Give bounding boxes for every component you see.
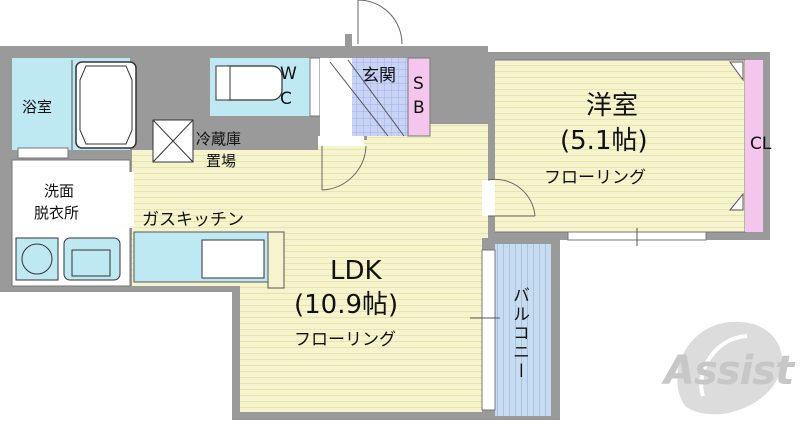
bath-label: 浴室: [22, 98, 53, 116]
wash-basin: [63, 237, 121, 281]
shoebox-label-s: S: [413, 74, 424, 94]
balcony-area: [495, 244, 551, 416]
balcony-label: バルコニー: [509, 286, 529, 381]
kitchen-label: ガスキッチン: [142, 210, 244, 230]
ldk-name: LDK: [330, 256, 382, 286]
western-room-floor: [495, 60, 745, 232]
closet-door-bottom: [728, 192, 744, 211]
ldk-floor: [132, 124, 488, 412]
assist-logo-icon: [677, 321, 782, 415]
logo-text: Assist: [664, 348, 794, 394]
shoebox-label-b: B: [413, 98, 425, 118]
closet-label: CL: [750, 134, 772, 154]
closet-area: [745, 60, 763, 232]
closet-door-top: [729, 61, 744, 82]
washroom-label-2: 脱衣所: [34, 204, 80, 222]
bathtub: [75, 61, 137, 149]
western-room-floor-label: フローリング: [544, 168, 646, 188]
entrance-tile: [352, 58, 408, 136]
fridge-label-1: 冷蔵庫: [196, 130, 242, 148]
shoebox: [407, 57, 431, 137]
ldk-floor-label: フローリング: [294, 330, 396, 350]
ldk-size: (10.9帖): [294, 290, 399, 320]
washing-machine: [15, 237, 59, 281]
fridge-label-2: 置場: [206, 152, 237, 170]
western-room-name: 洋室: [586, 91, 639, 121]
wc-label-c: C: [280, 89, 292, 109]
western-room-size: (5.1帖): [560, 126, 648, 156]
entrance-label: 玄関: [362, 66, 396, 86]
wc-label-w: W: [280, 64, 297, 84]
washroom-label-1: 洗面: [44, 182, 75, 200]
